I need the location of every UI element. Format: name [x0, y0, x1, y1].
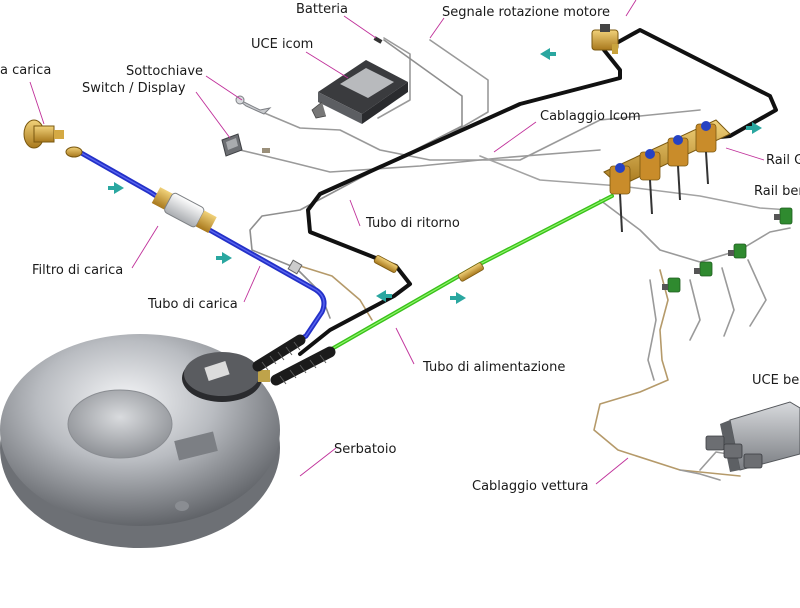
fill-valve-icon — [23, 119, 83, 158]
filter-icon — [151, 187, 217, 234]
tubo-ritorno-pipe — [298, 28, 778, 356]
flow-arrows — [108, 48, 762, 304]
label-filtro-carica: Filtro di carica — [32, 263, 124, 278]
flow-arrow-icon — [746, 122, 762, 134]
label-uce-benzina: UCE ber — [752, 373, 800, 388]
display-switch-icon — [221, 133, 243, 157]
gas-injector-rail-icon — [603, 119, 731, 233]
label-presa-carica: a carica — [0, 63, 52, 78]
label-tubo-alimentazione: Tubo di alimentazione — [423, 360, 566, 375]
flow-arrow-icon — [108, 182, 124, 194]
flow-arrow-icon — [450, 292, 466, 304]
label-rail-benzina: Rail ber — [754, 184, 800, 199]
reducer-icon — [591, 24, 619, 54]
label-tubo-ritorno: Tubo di ritorno — [366, 216, 460, 231]
ecu-icom-icon — [311, 60, 408, 124]
flow-arrow-icon — [216, 252, 232, 264]
label-switch-display: Switch / Display — [82, 81, 186, 96]
label-serbatoio: Serbatoio — [334, 442, 397, 457]
petrol-injectors-icon — [662, 207, 793, 293]
tubo-carica-pipe — [73, 147, 327, 355]
key-switch-icon — [235, 95, 272, 115]
label-tubo-carica: Tubo di carica — [148, 297, 238, 312]
leader-lines — [29, 0, 765, 485]
label-sottochiave: Sottochiave — [126, 64, 204, 79]
label-batteria: Batteria — [296, 2, 348, 17]
ecu-petrol-icon — [705, 401, 800, 472]
label-cablaggio-vettura: Cablaggio vettura — [472, 479, 589, 494]
label-segnale-rotazione: Segnale rotazione motore — [442, 5, 611, 20]
multivalve-icon — [182, 352, 270, 402]
label-uce-icom: UCE icom — [251, 37, 314, 52]
pipe-fittings — [373, 255, 484, 282]
flow-arrow-icon — [376, 290, 392, 302]
flow-arrow-icon — [540, 48, 556, 60]
label-cablaggio-icom: Cablaggio Icom — [540, 109, 641, 124]
label-rail-gas: Rail G — [766, 153, 800, 168]
